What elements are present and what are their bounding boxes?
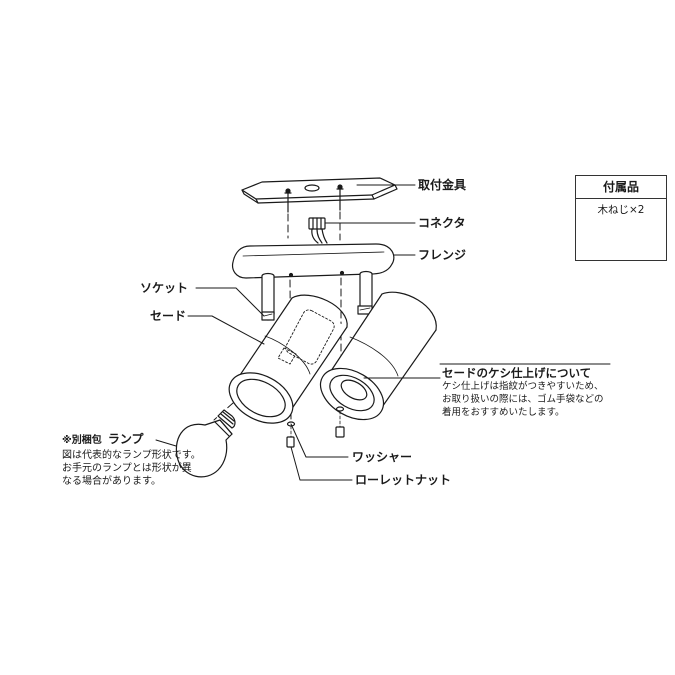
- leader-lines: [155, 184, 416, 481]
- accessories-box: 付属品 木ねじ×2: [575, 175, 667, 261]
- label-knurled-nut: ローレットナット: [355, 473, 452, 487]
- connector: [308, 217, 328, 244]
- lamp-note-line2: お手元のランプとは形状が異: [62, 463, 192, 474]
- label-mount-bracket: 取付金具: [418, 178, 467, 192]
- washers-and-nuts: [286, 406, 345, 448]
- shade-note-leader: [363, 363, 611, 379]
- lamp-bulb: [175, 409, 236, 478]
- accessories-item: 木ねじ×2: [597, 204, 645, 216]
- shade-note-title: セードのケシ仕上げについて: [442, 366, 592, 380]
- shade-note-line2: お取り扱いの際には、ゴム手袋などの: [442, 394, 604, 405]
- label-socket: ソケット: [140, 281, 189, 295]
- mount-bracket: [241, 177, 398, 204]
- lamp-note-line1: 図は代表的なランプ形状です。: [62, 450, 201, 461]
- lamp-label: ランプ: [107, 432, 144, 446]
- label-washer: ワッシャー: [352, 450, 413, 464]
- lamp-prefix: ※別梱包: [62, 435, 102, 446]
- shade-left: [228, 294, 348, 424]
- accessories-title: 付属品: [576, 176, 666, 199]
- shade-note-line1: ケシ仕上げは指紋がつきやすいため、: [442, 381, 604, 392]
- label-connector: コネクタ: [418, 216, 466, 230]
- label-lamp-separate: ※別梱包 ランプ: [62, 432, 144, 448]
- socket-arm-left: [261, 272, 275, 321]
- shade-right: [319, 291, 437, 421]
- shade-note-line3: 着用をおすすめいたします。: [442, 407, 565, 418]
- label-shade: セード: [150, 309, 187, 323]
- label-flange: フレンジ: [418, 248, 467, 262]
- lamp-note-line3: なる場合があります。: [62, 476, 161, 487]
- socket-arm-right: [357, 270, 373, 315]
- bracket-screws: [284, 188, 344, 213]
